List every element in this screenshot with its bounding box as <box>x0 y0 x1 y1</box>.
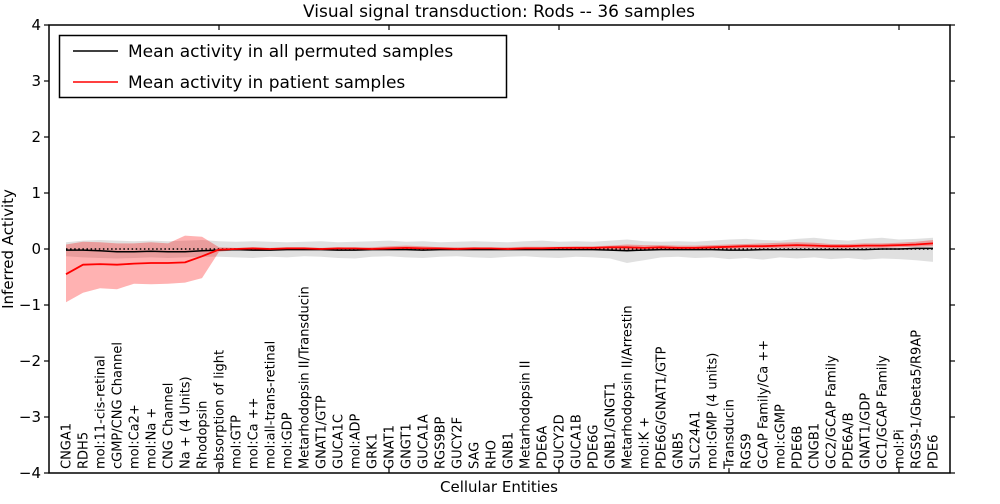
x-tick-label: RDH5 <box>77 432 92 469</box>
x-tick-label: RHO <box>485 440 500 469</box>
legend: Mean activity in all permuted samples Me… <box>58 34 508 99</box>
x-tick-label: mol:GMP (4 units) <box>706 353 721 469</box>
x-tick-label: PDE6G <box>587 425 602 469</box>
x-tick-label: GUCY2D <box>553 414 568 469</box>
x-tick-label: GNAT1/GTP <box>315 395 330 469</box>
x-tick-label: mol:ADP <box>349 413 364 469</box>
x-tick-label: GNB5 <box>672 432 687 469</box>
x-tick-label: Na + (4 Units) <box>179 376 194 469</box>
x-tick-label: PDE6 <box>927 435 942 469</box>
y-tick-labels: −4 −3 −2 −1 0 1 2 3 4 <box>19 16 41 482</box>
x-tick-label: mol:GDP <box>281 412 296 469</box>
x-tick-label: mol:11-cis-retinal <box>94 355 109 469</box>
chart-title: Visual signal transduction: Rods -- 36 s… <box>303 2 695 22</box>
x-tick-label: CNGA1 <box>60 423 75 469</box>
x-tick-label: SAG <box>468 442 483 469</box>
x-tick-label: GNB1 <box>502 432 517 469</box>
x-tick-label: PDE6B <box>791 426 806 469</box>
y-tick-label: −3 <box>19 408 41 426</box>
line-patient <box>65 242 934 275</box>
x-tick-label: mol:Ca ++ <box>247 397 262 469</box>
y-tick-label: 3 <box>31 72 41 90</box>
y-tick-label: 4 <box>31 16 41 34</box>
x-tick-label: Rhodopsin <box>196 401 211 469</box>
x-tick-label: mol:Pi <box>893 429 908 469</box>
y-tick-label: 0 <box>31 240 41 258</box>
x-tick-label: Metarhodopsin II/Arrestin <box>621 305 636 469</box>
x-tick-label: PDE6A/B <box>842 412 857 469</box>
x-tick-label: absorption of light <box>213 350 228 469</box>
x-tick-label: GC1/GCAP Family <box>876 355 891 469</box>
x-tick-label: GRK1 <box>366 433 381 469</box>
y-tick-label: −2 <box>19 352 41 370</box>
y-tick-label: 2 <box>31 128 41 146</box>
x-tick-label: GNB1/GNGT1 <box>604 382 619 469</box>
legend-box <box>58 34 508 99</box>
x-tick-label: RGS9BP <box>434 416 449 469</box>
x-tick-label: GUCA1C <box>332 414 347 469</box>
series-lines <box>65 242 934 275</box>
x-tick-label: GNAT1/GDP <box>859 393 874 469</box>
x-tick-label: GUCA1B <box>570 414 585 469</box>
legend-label-permuted: Mean activity in all permuted samples <box>128 42 453 62</box>
x-tick-label: GC2/GCAP Family <box>825 355 840 469</box>
x-tick-label: Transducin <box>723 399 738 470</box>
x-tick-label: Metarhodopsin II <box>519 361 534 469</box>
x-tick-label: Metarhodopsin II/Transducin <box>298 286 313 469</box>
x-tick-label: RGS9 <box>740 433 755 469</box>
y-tick-label: −4 <box>19 464 41 482</box>
x-axis-label: Cellular Entities <box>440 478 558 496</box>
y-tick-label: −1 <box>19 296 41 314</box>
band-permuted <box>66 237 933 263</box>
y-axis-label: Inferred Activity <box>0 189 17 309</box>
x-tick-label: PDE6G/GNAT1/GTP <box>655 346 670 469</box>
x-tick-label: mol:Na + <box>145 408 160 469</box>
x-tick-label: mol:Ca2+ <box>128 404 143 469</box>
x-tick-label: GNGT1 <box>400 423 415 469</box>
x-tick-label: CNGB1 <box>808 423 823 469</box>
y-tick-label: 1 <box>31 184 41 202</box>
x-tick-label: CNG Channel <box>162 383 177 469</box>
x-tick-label: GUCA1A <box>417 414 432 469</box>
x-tick-label: mol:K + <box>638 417 653 469</box>
axis-ticks <box>44 24 955 474</box>
legend-label-patient: Mean activity in patient samples <box>128 73 405 93</box>
x-tick-label: RGS9-1/Gbeta5/R9AP <box>910 330 925 469</box>
x-tick-label: cGMP/CNG Channel <box>111 342 126 469</box>
x-tick-label: GNAT1 <box>383 425 398 469</box>
x-tick-label: mol:GTP <box>230 415 245 469</box>
x-tick-label: mol:all-trans-retinal <box>264 341 279 469</box>
x-tick-label: SLC24A1 <box>689 411 704 469</box>
x-tick-label: mol:cGMP <box>774 404 789 469</box>
x-tick-label: PDE6A <box>536 426 551 469</box>
x-tick-label: GCAP Family/Ca ++ <box>757 340 772 469</box>
x-tick-label: GUCY2F <box>451 417 466 469</box>
